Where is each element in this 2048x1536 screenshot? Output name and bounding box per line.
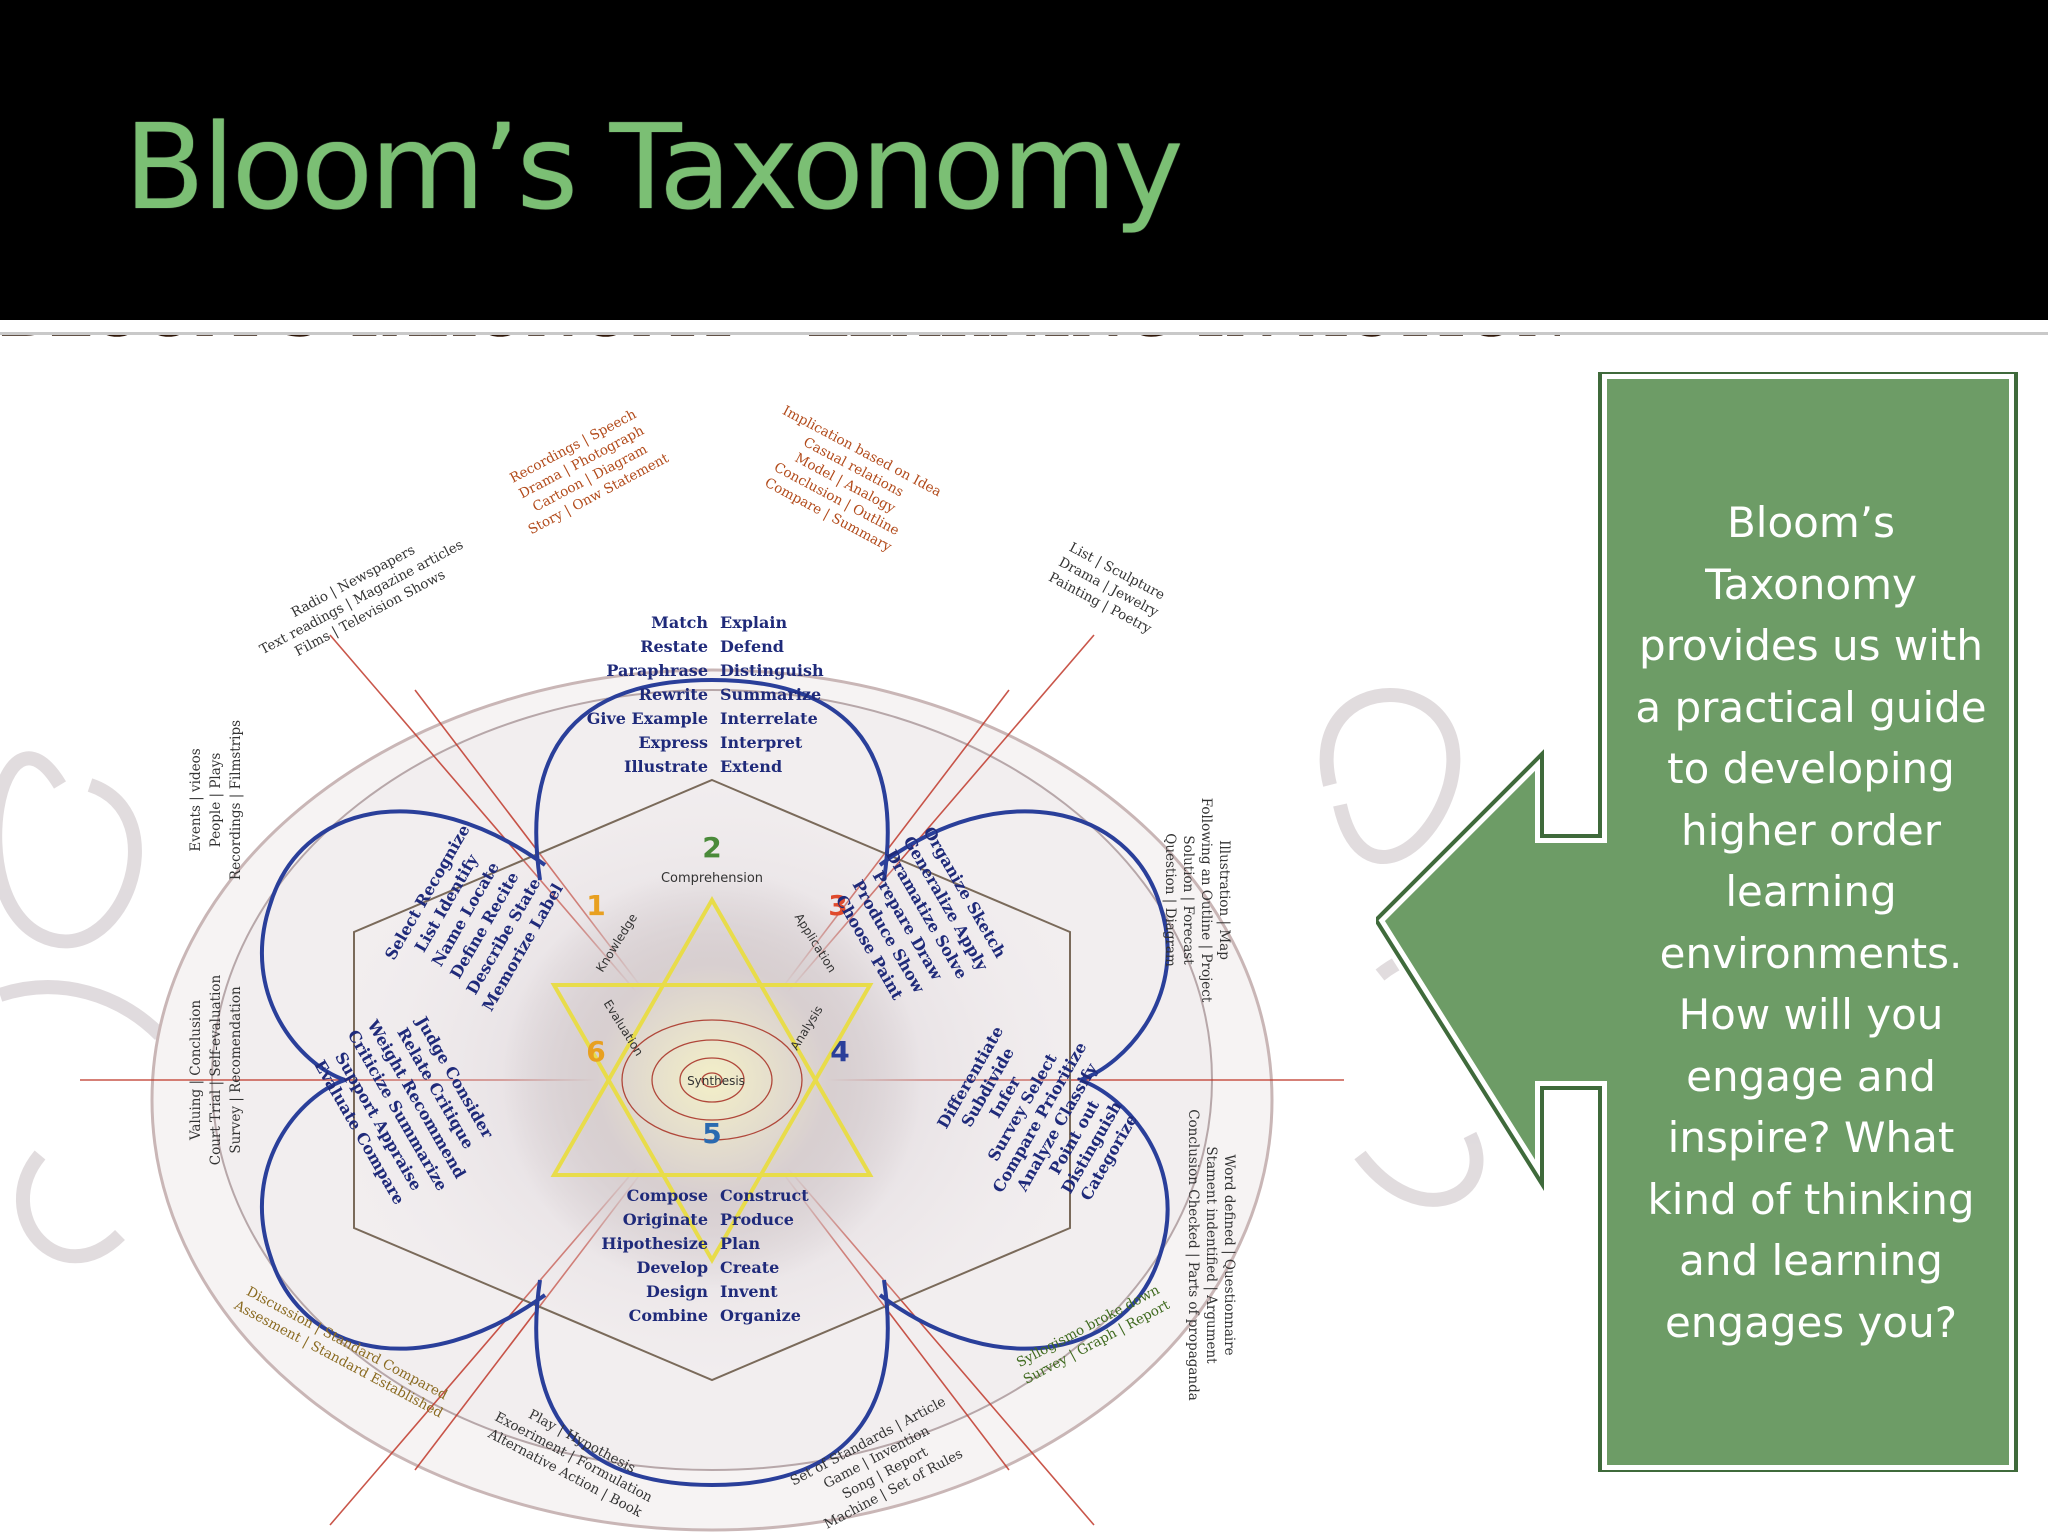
p4-item: Following an Outline | Project xyxy=(1198,798,1214,1003)
p5-item: Word defined | Questionnaire xyxy=(1221,1154,1237,1355)
bottom-right-item: Construct xyxy=(720,1186,809,1205)
bottom-right-item: Plan xyxy=(720,1234,760,1253)
bottom-right-item: Produce xyxy=(720,1210,794,1229)
level-1-number: 1 xyxy=(586,889,605,922)
core-target xyxy=(621,1019,803,1141)
top-left-item: Rewrite xyxy=(639,685,708,704)
p4-item: Question | Diagram xyxy=(1162,833,1178,967)
top-left-item: Paraphrase xyxy=(606,661,708,680)
bottom-left-item: Compose xyxy=(627,1186,708,1205)
p4-item: Illustration | Map xyxy=(1216,840,1232,960)
level-petals xyxy=(259,677,1170,1488)
synthesis-verbs-left: ComposeOriginateHipothesizeDevelopDesign… xyxy=(601,1186,708,1325)
core-glow xyxy=(502,870,922,1290)
p5-item: Conclusion Checked | Parts of propaganda xyxy=(1185,1109,1201,1401)
bottom-left-item: Combine xyxy=(629,1306,708,1325)
bottom-left-item: Develop xyxy=(637,1258,708,1277)
top-left-item: Restate xyxy=(640,637,708,656)
top-left-item: Match xyxy=(651,613,708,632)
level-5-name: Synthesis xyxy=(687,1074,745,1088)
level-6-number: 6 xyxy=(586,1035,605,1068)
title-bar xyxy=(0,0,2048,320)
p12-item: Text readings | Magazine articles xyxy=(257,537,466,658)
blooms-taxonomy-wheel: BLOOM'S TAXONOMY - LEARNING IN ACTION xyxy=(0,335,1560,1533)
top-right-item: Explain xyxy=(720,613,787,632)
bottom-left-item: Originate xyxy=(623,1210,708,1229)
top-right-item: Interpret xyxy=(720,733,803,752)
level-2-name: Comprehension xyxy=(661,871,763,886)
top-left-item: Express xyxy=(638,733,708,752)
p10-item: Survey | Recomendation xyxy=(228,986,244,1154)
p4-item: Solution | Forecast xyxy=(1180,835,1196,965)
p11-item: People | Plays xyxy=(208,753,224,848)
top-right-item: Defend xyxy=(720,637,784,656)
callout-arrow-box xyxy=(1376,372,2023,1472)
top-left-item: Illustrate xyxy=(624,757,708,776)
bottom-right-item: Create xyxy=(720,1258,779,1277)
bottom-left-item: Hipothesize xyxy=(601,1234,708,1253)
bottom-right-item: Invent xyxy=(720,1282,778,1301)
level-2-number: 2 xyxy=(702,831,721,864)
top-right-item: Distinguish xyxy=(720,661,824,680)
bottom-left-item: Design xyxy=(646,1282,708,1301)
level-5-number: 5 xyxy=(702,1117,721,1150)
slide-title: Bloom’s Taxonomy xyxy=(124,98,1184,236)
top-left-item: Give Example xyxy=(587,709,708,728)
header-divider-line xyxy=(0,332,2048,335)
p10-item: Court Trial | Self-evaluation xyxy=(208,974,224,1165)
p11-item: Recordings | Filmstrips xyxy=(228,720,244,880)
header-divider xyxy=(0,320,2048,330)
callout-outline xyxy=(1376,372,2018,1472)
level-4-number: 4 xyxy=(830,1035,849,1068)
bottom-right-item: Organize xyxy=(720,1306,801,1325)
level-star xyxy=(550,895,874,1265)
callout-text: Bloom’s Taxonomy provides us with a prac… xyxy=(1635,498,1987,1347)
comprehension-verbs-right: ExplainDefendDistinguishSummarizeInterre… xyxy=(720,613,824,776)
p10-item: Valuing | Conclusion xyxy=(188,1000,204,1141)
level-3-number: 3 xyxy=(828,889,847,922)
p11-item: Events | videos xyxy=(188,748,204,851)
top-right-item: Extend xyxy=(720,757,782,776)
diagram-banner: BLOOM'S TAXONOMY - LEARNING IN ACTION xyxy=(0,335,1560,349)
top-right-item: Summarize xyxy=(720,685,821,704)
p5-item: Stament indentified | Argument xyxy=(1203,1146,1219,1364)
top-right-item: Interrelate xyxy=(720,709,818,728)
